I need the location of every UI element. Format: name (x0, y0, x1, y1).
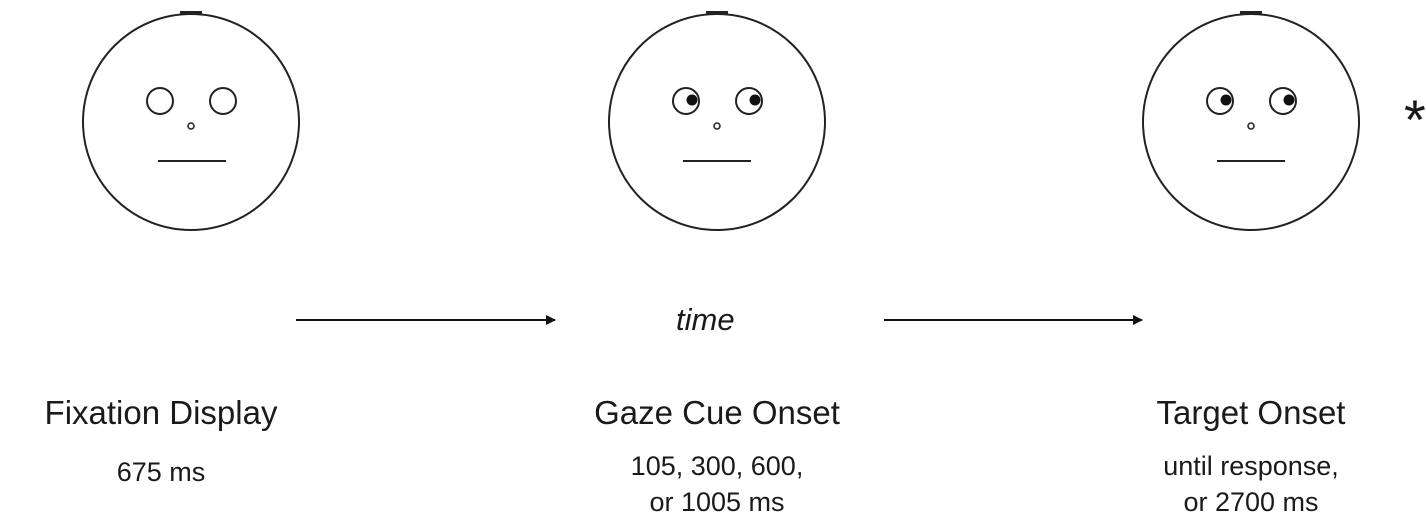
left-eye (1206, 87, 1234, 115)
stage-detail-gaze-cue-2: or 1005 ms (649, 487, 785, 517)
nose (187, 122, 195, 130)
stage-title-gaze-cue: Gaze Cue Onset (594, 394, 840, 431)
stage-detail-target-1: until response, (1163, 451, 1339, 481)
stage-detail-gaze-cue-1: 105, 300, 600, (630, 451, 804, 481)
right-pupil (749, 94, 761, 106)
left-eye (146, 87, 174, 115)
right-eye (209, 87, 237, 115)
left-pupil (1220, 94, 1232, 106)
stage-detail-target-2: or 2700 ms (1183, 487, 1319, 517)
face-outline (1142, 13, 1360, 231)
stage-title-fixation: Fixation Display (44, 394, 278, 431)
face-outline (608, 13, 826, 231)
right-eye (735, 87, 763, 115)
nose (1247, 122, 1255, 130)
face-fixation-display (82, 11, 300, 231)
face-top-tick (180, 11, 202, 14)
left-eye (672, 87, 700, 115)
nose (713, 122, 721, 130)
right-pupil (1283, 94, 1295, 106)
right-eye (1269, 87, 1297, 115)
face-target-onset (1142, 11, 1360, 231)
face-outline (82, 13, 300, 231)
left-pupil (686, 94, 698, 106)
target-star: * (1404, 88, 1426, 151)
time-label: time (676, 302, 735, 337)
face-top-tick (706, 11, 728, 14)
face-top-tick (1240, 11, 1262, 14)
face-gaze-cue-onset (608, 11, 826, 231)
stage-detail-fixation-1: 675 ms (116, 457, 206, 487)
stage-title-target: Target Onset (1156, 394, 1346, 431)
